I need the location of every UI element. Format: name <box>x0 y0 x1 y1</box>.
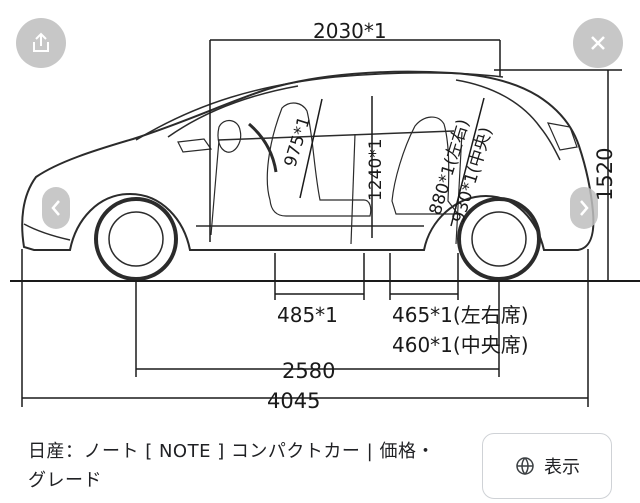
front-wheel-rim <box>108 211 164 267</box>
front-headroom-label: 975*1 <box>281 114 315 169</box>
front-seat <box>266 102 372 217</box>
rear-seat <box>391 116 460 215</box>
door-line-front <box>210 139 220 236</box>
close-button[interactable] <box>573 18 623 68</box>
steering-wheel <box>248 122 278 173</box>
close-icon <box>591 36 605 50</box>
driver-figure <box>217 120 242 153</box>
share-button[interactable] <box>16 18 66 68</box>
globe-icon <box>514 455 536 477</box>
show-button[interactable]: 表示 <box>482 433 612 499</box>
front-bumper-line <box>23 223 71 241</box>
front-seat-label: 485*1 <box>277 303 338 327</box>
rear-seat-side-label: 465*1(左右席) <box>392 303 529 327</box>
car-body-outline <box>21 70 595 251</box>
front-wheel-tire <box>94 197 178 281</box>
door-line-rear <box>455 131 463 245</box>
wheelbase-label: 2580 <box>282 359 335 383</box>
interior-height-label: 1240*1 <box>366 138 386 201</box>
rear-wheel-tire <box>457 197 541 281</box>
height-label: 1520 <box>593 148 617 201</box>
rear-window <box>455 79 561 161</box>
rear-headroom-dim-line <box>450 97 485 227</box>
door-line-center <box>350 133 356 245</box>
chevron-right-icon <box>580 200 589 216</box>
overall-length-label: 4045 <box>267 389 320 413</box>
side-mirror <box>177 138 213 153</box>
roof-length-label: 2030*1 <box>313 19 387 43</box>
result-caption[interactable]: 日産：ノート [ NOTE ] コンパクトカー | 価格・グレード <box>28 441 435 491</box>
windshield <box>167 85 299 138</box>
rear-wheel-rim <box>471 211 527 267</box>
previous-image-button[interactable] <box>42 187 70 229</box>
car-roofline <box>135 72 504 141</box>
show-button-label: 表示 <box>544 457 580 478</box>
chevron-left-icon <box>51 200 60 216</box>
car-dimension-diagram: 2030*1 1520 975*1 1240*1 880*1(左右) 930*1… <box>10 18 640 413</box>
side-window-line <box>217 130 455 141</box>
front-headroom-dim-line <box>299 98 323 199</box>
rear-lamp <box>546 122 578 151</box>
car-dimension-svg: 2030*1 1520 975*1 1240*1 880*1(左右) 930*1… <box>10 19 640 413</box>
share-icon <box>33 32 49 52</box>
next-image-button[interactable] <box>570 187 598 229</box>
rear-seat-center-label: 460*1(中央席) <box>392 333 529 357</box>
